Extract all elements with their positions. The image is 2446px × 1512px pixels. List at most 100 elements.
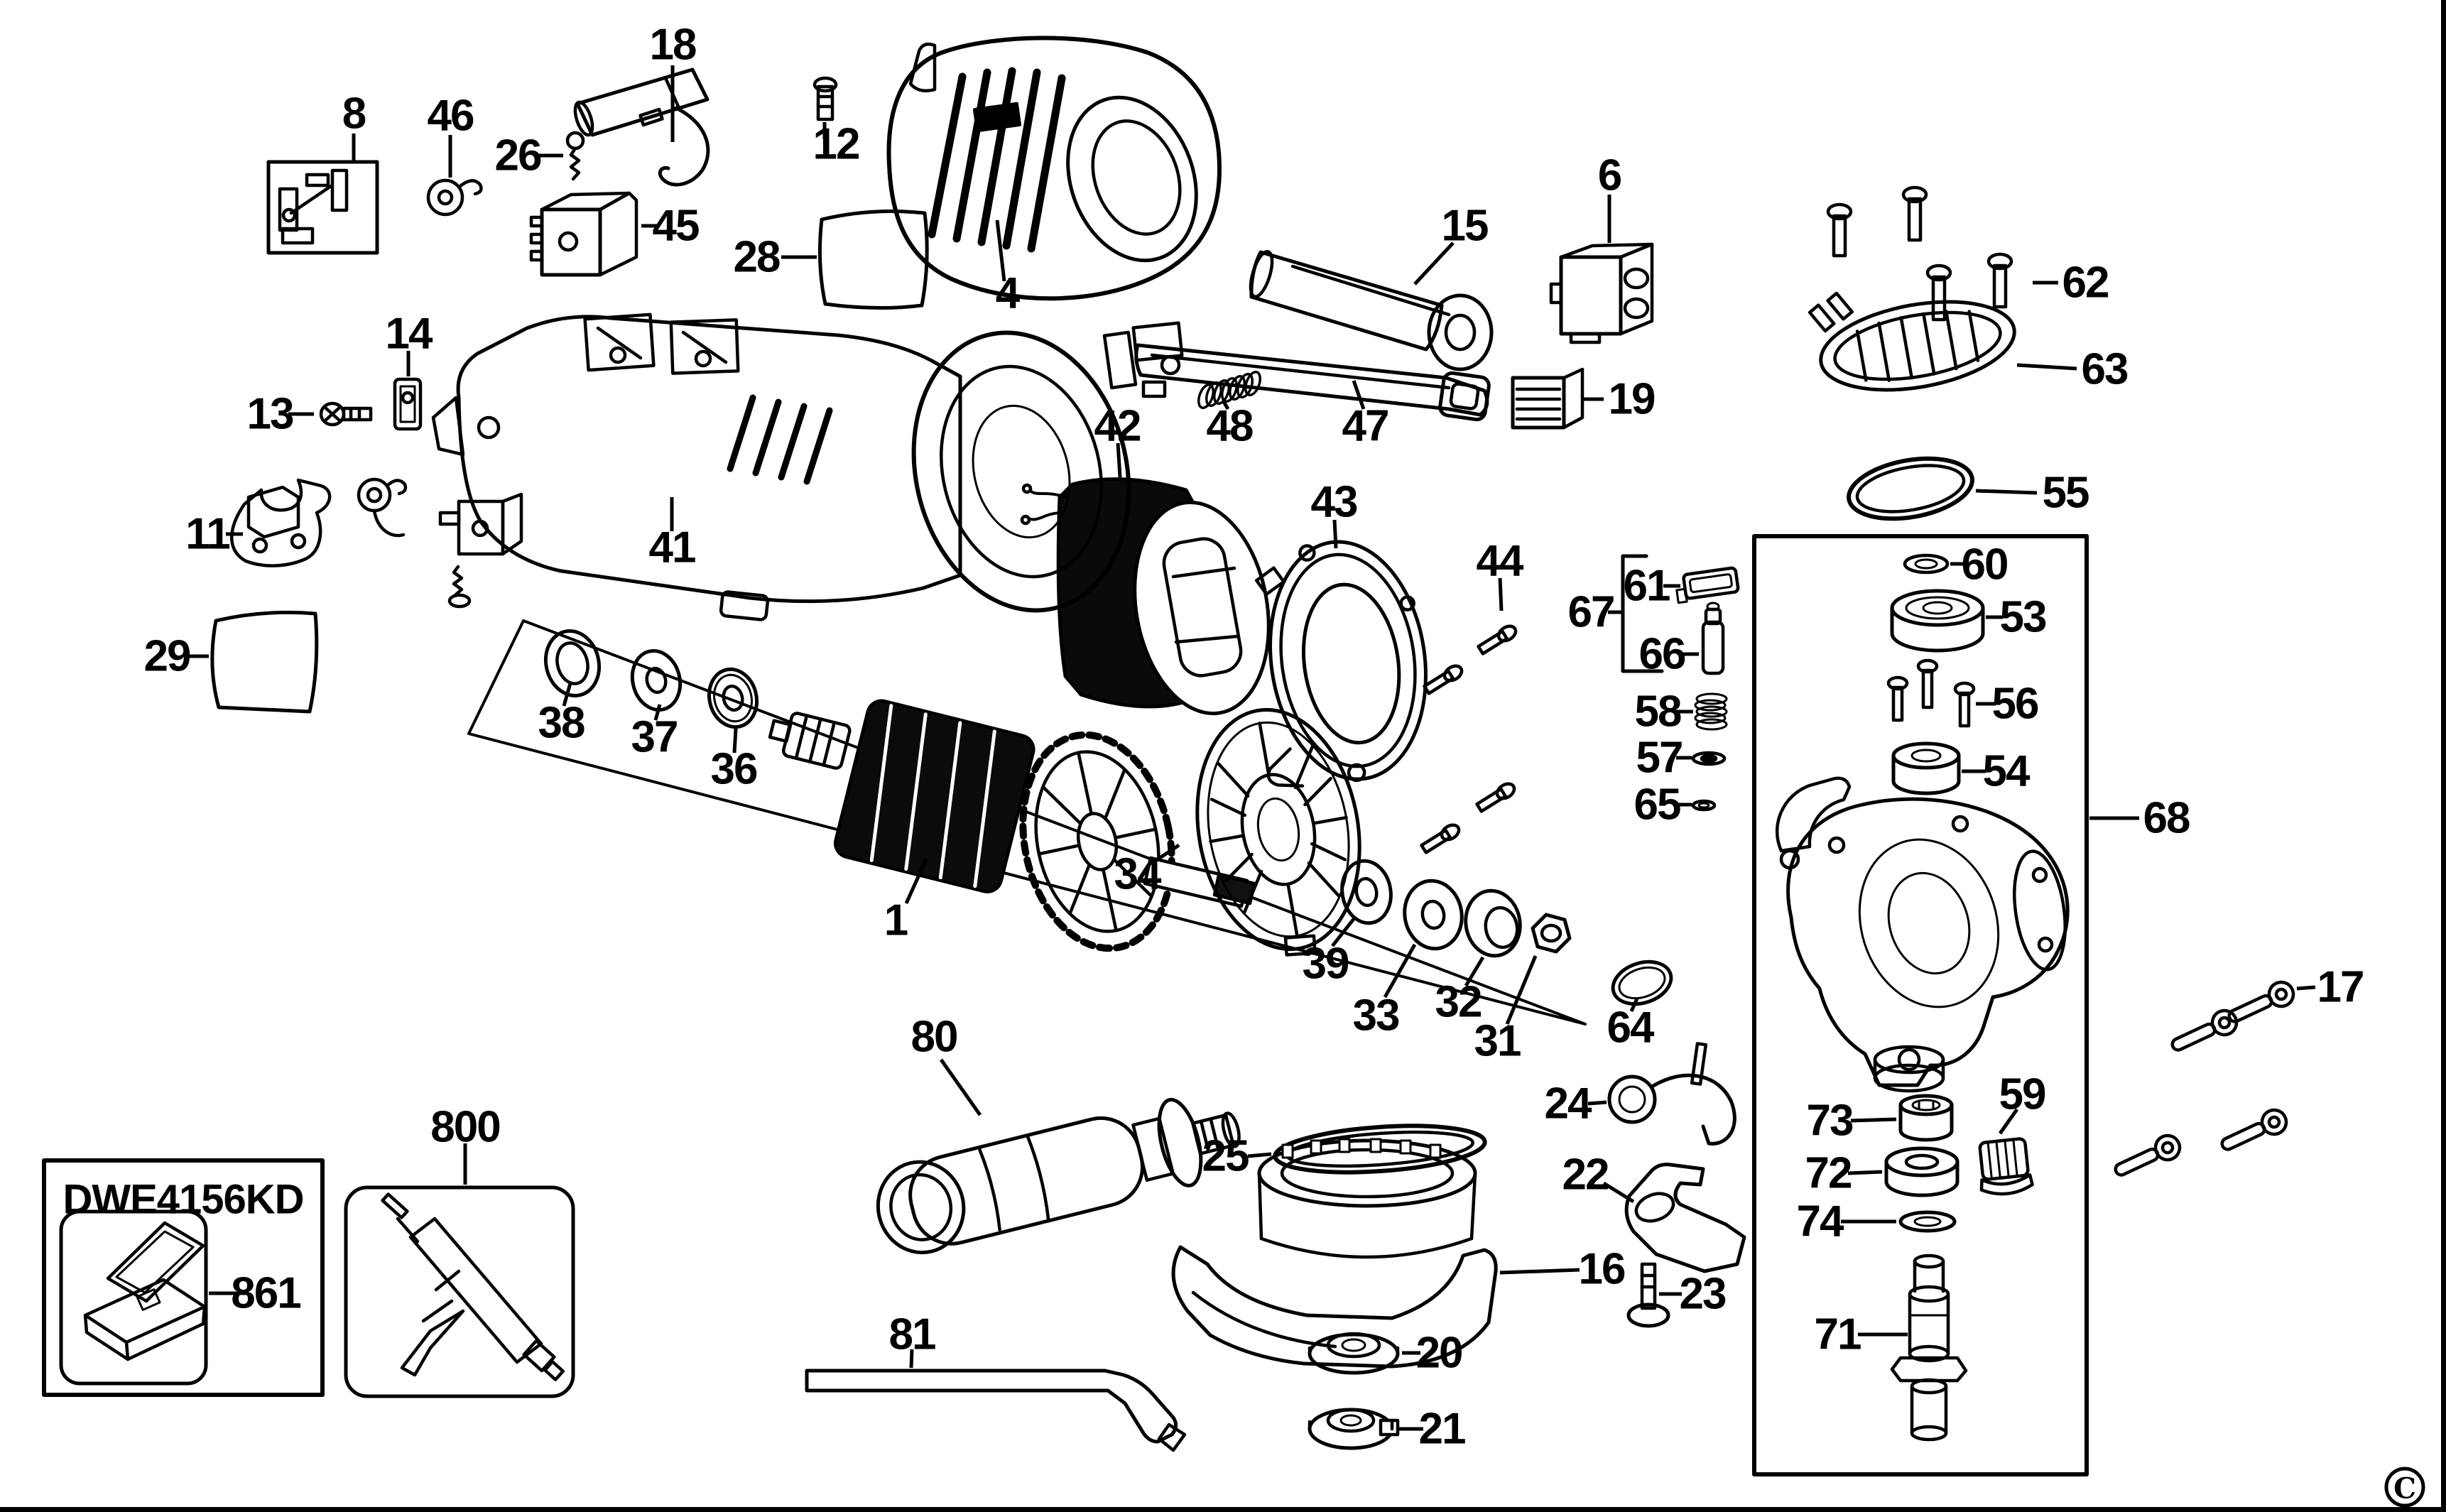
part-23-screw [1626, 1262, 1670, 1328]
part-label-37: 37 [631, 713, 678, 762]
part-label-62: 62 [2062, 259, 2109, 308]
leader-line [1331, 918, 1355, 947]
part-32-bearing [1464, 888, 1522, 958]
part-67-bracket [1621, 554, 1664, 673]
leader-line [2296, 985, 2316, 991]
part-label-68: 68 [2143, 794, 2190, 843]
leader-line [909, 1349, 914, 1369]
leader-line [1587, 1100, 1607, 1106]
part-label-24: 24 [1545, 1079, 1592, 1128]
part-56-screws [1886, 658, 1976, 728]
part-42-field [1020, 477, 1271, 716]
part-label-1: 1 [884, 896, 908, 945]
part-label-39: 39 [1303, 940, 1349, 989]
part-63-brush-cover [1808, 291, 2016, 392]
part-label-6: 6 [1598, 151, 1621, 200]
part-label-81: 81 [889, 1310, 935, 1359]
part-20-flange [1308, 1332, 1400, 1375]
leader-line [1850, 1117, 1897, 1123]
part-14-brush-holder [393, 377, 423, 431]
part-label-64: 64 [1607, 1004, 1655, 1053]
leader-line [1221, 399, 1230, 410]
part-48-spring [1197, 370, 1262, 410]
part-label-72: 72 [1805, 1149, 1852, 1198]
part-21-clamp-nut [1308, 1408, 1400, 1450]
leader-line [1464, 956, 1485, 987]
part-label-46: 46 [428, 92, 474, 141]
part-41-housing [431, 312, 1131, 621]
part-38-washer [543, 629, 602, 698]
part-65-washer [1691, 799, 1717, 812]
part-54-spacer [1891, 741, 1961, 795]
leader-line [1998, 1108, 2019, 1135]
part-47-lock-lever [1102, 321, 1491, 422]
part-label-800: 800 [430, 1103, 499, 1152]
part-label-38: 38 [538, 699, 585, 748]
part-label-74: 74 [1797, 1197, 1844, 1246]
part-46-spring-clip [426, 178, 483, 217]
part-66-carbon-brush [1701, 602, 1725, 675]
part-label-20: 20 [1416, 1329, 1462, 1378]
part-label-48: 48 [1207, 402, 1253, 451]
part-label-67: 67 [1568, 588, 1614, 637]
leader-line [904, 858, 928, 905]
copyright-mark [2384, 1467, 2425, 1508]
part-label-31: 31 [1474, 1017, 1521, 1066]
part-13-screw [319, 401, 373, 427]
part-label-57: 57 [1636, 734, 1683, 783]
leader-line [1383, 943, 1417, 999]
part-28-label [817, 209, 929, 310]
part-81-hex-wrench [805, 1369, 1187, 1452]
part-label-17: 17 [2317, 963, 2364, 1012]
part-label-45: 45 [653, 202, 699, 251]
leader-lines [186, 65, 2316, 1431]
leader-line [995, 219, 1006, 282]
part-armature-rotor [768, 699, 1256, 952]
leader-line [1602, 1181, 1635, 1204]
part-1-assembly-bracket [467, 619, 1587, 1026]
part-label-44: 44 [1477, 537, 1524, 586]
part-29-label [210, 610, 319, 714]
part-label-41: 41 [649, 523, 695, 572]
part-label-34: 34 [1114, 850, 1162, 899]
part-label-13: 13 [247, 390, 293, 439]
leader-line [1413, 241, 1455, 285]
part-33-washer [1403, 879, 1464, 951]
leader-line [1975, 489, 2038, 495]
part-label-54: 54 [1983, 747, 2031, 796]
part-label-59: 59 [1999, 1070, 2045, 1119]
part-label-22: 22 [1562, 1151, 1609, 1200]
part-label-47: 47 [1342, 402, 1388, 451]
part-59-lock-button [1978, 1137, 2034, 1196]
part-label-25: 25 [1202, 1132, 1249, 1181]
part-label-21: 21 [1419, 1405, 1465, 1454]
part-brush-spring-clip [357, 477, 408, 538]
leader-line [562, 682, 572, 707]
part-800-lube-kit [344, 1185, 575, 1398]
part-label-26: 26 [495, 131, 541, 180]
leader-line [1247, 1152, 1272, 1158]
leader-line [1332, 519, 1338, 549]
part-label-43: 43 [1311, 478, 1357, 527]
part-34-baffle [1195, 707, 1361, 957]
part-label-56: 56 [1992, 680, 2038, 729]
part-36-washer [707, 667, 759, 729]
part-71-spindle [1890, 1253, 1968, 1442]
part-15-bale-handle [1249, 249, 1494, 371]
part-26-screw [565, 131, 585, 181]
part-label-32: 32 [1435, 978, 1482, 1027]
part-62-screws [1826, 185, 2013, 322]
part-spring-screw [447, 565, 472, 609]
part-label-36: 36 [711, 745, 757, 794]
part-label-55: 55 [2043, 469, 2089, 518]
part-4-motor-housing [886, 36, 1222, 301]
part-label-73: 73 [1807, 1097, 1853, 1146]
leader-line [1498, 577, 1504, 611]
part-64-o-ring [1611, 959, 1673, 1006]
part-17-screws [2114, 980, 2295, 1177]
part-22-latch-lever [1624, 1163, 1746, 1273]
part-gear-case [1775, 776, 2070, 1093]
part-label-15: 15 [1442, 202, 1488, 251]
